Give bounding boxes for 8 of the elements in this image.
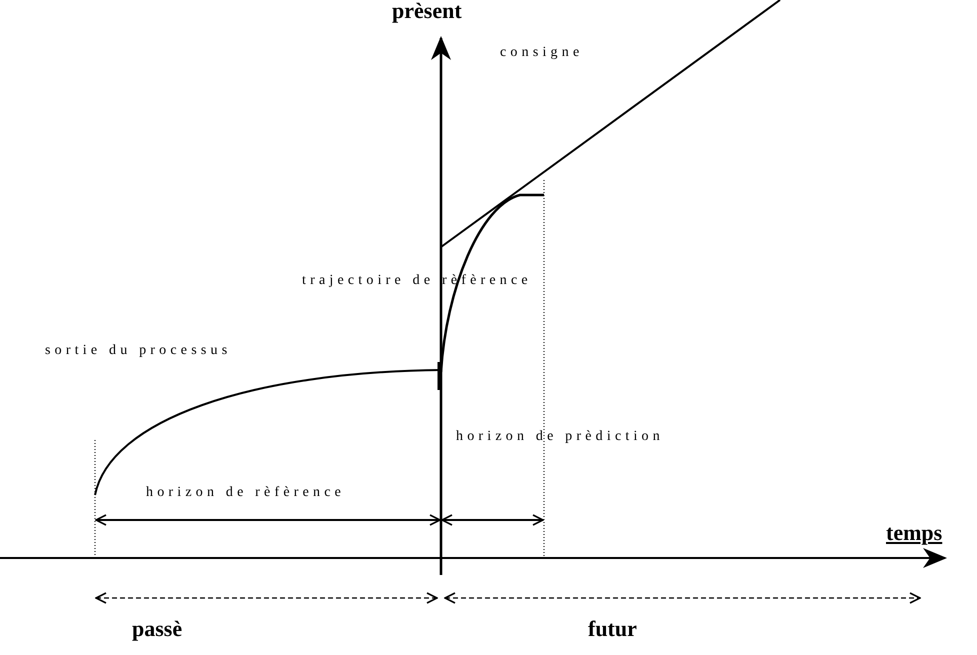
curve-label: sortie du processus [45, 344, 232, 358]
interval-label: horizon de prèdiction [456, 430, 664, 444]
interval-label: futur [588, 618, 637, 640]
curve-label: consigne [500, 46, 584, 60]
interval-label: horizon de rèfèrence [146, 486, 346, 500]
axis-label: prèsent [392, 0, 462, 22]
interval-label: passè [132, 618, 182, 640]
axis-label: temps [886, 522, 942, 544]
